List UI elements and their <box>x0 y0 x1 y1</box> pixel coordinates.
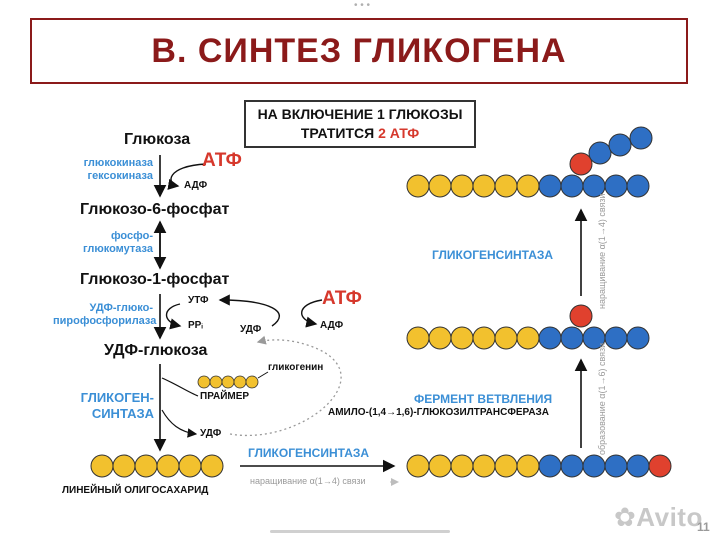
udp-bottom-label: УДФ <box>200 428 222 439</box>
g6p-label: Глюкозо-6-фосфат <box>80 201 230 218</box>
primer-glucose <box>221 375 235 389</box>
oligo-glucose <box>200 454 224 478</box>
curve-primer <box>161 377 199 397</box>
curve-atp1-adp1 <box>167 163 207 190</box>
enzyme2-line1: фосфо- <box>110 230 153 242</box>
adp2-label: АДФ <box>320 320 344 331</box>
enzyme1-line1: глюкокиназа <box>83 157 153 169</box>
primer-glucose <box>245 375 259 389</box>
slide-title: В. СИНТЕЗ ГЛИКОГЕНА <box>30 18 688 84</box>
primer-glucose <box>209 375 223 389</box>
atp1-label: АТФ <box>202 150 242 171</box>
oligo-glucose <box>178 454 202 478</box>
oligo-glucose <box>134 454 158 478</box>
chain-bottom <box>406 454 672 478</box>
atp2-label: АТФ <box>322 288 362 309</box>
more-dots-icon: • • • <box>354 0 371 11</box>
note-prefix: ТРАТИТСЯ <box>300 125 375 141</box>
enzyme1-line2: гексокиназа <box>87 170 153 182</box>
slide-progress-bar <box>270 530 450 533</box>
note-line-1: НА ВКЛЮЧЕНИЕ 1 ГЛЮКОЗЫ <box>257 106 463 122</box>
watermark-text: Avito <box>636 502 703 532</box>
glycogenin-link <box>257 371 269 379</box>
enzyme3-line1: УДФ-глюко- <box>89 302 153 314</box>
adp1-label: АДФ <box>184 180 208 191</box>
curve-udp-bottom <box>161 409 198 438</box>
avito-logo-icon: ✿ <box>614 502 637 532</box>
branching-enzyme-label: ФЕРМЕНТ ВЕТВЛЕНИЯ <box>414 392 553 406</box>
ppi-label: PPᵢ <box>188 320 203 331</box>
synthase-upper-label: ГЛИКОГЕНСИНТАЗА <box>432 248 554 262</box>
primer-glucose <box>233 375 247 389</box>
note-highlight: 2 АТФ <box>378 125 420 141</box>
oligo-glucose <box>156 454 180 478</box>
linear-oligo-chain <box>90 454 224 478</box>
elongation-bottom-label: наращивание α(1→4) связи <box>250 476 366 486</box>
synthase-left-line1: ГЛИКОГЕН- <box>80 390 154 405</box>
curve-utp-ppi <box>165 303 182 330</box>
enzyme3-line2: пирофосфорилаза <box>53 315 157 327</box>
primer-glucose <box>197 375 211 389</box>
oligo-glucose <box>112 454 136 478</box>
enzyme2-line2: глюкомутаза <box>83 243 153 255</box>
synthase-bottom-label: ГЛИКОГЕНСИНТАЗА <box>248 446 370 460</box>
note-line-2: ТРАТИТСЯ 2 АТФ <box>246 124 474 143</box>
chain-top <box>406 126 653 198</box>
linear-oligo-label: ЛИНЕЙНЫЙ ОЛИГОСАХАРИД <box>62 485 209 496</box>
g1p-label: Глюкозо-1-фосфат <box>80 271 230 288</box>
chain-middle <box>406 304 650 350</box>
dotted-recycle-arrow <box>229 335 342 437</box>
glycogenin-label: гликогенин <box>268 362 324 373</box>
branch-vertical-label: образование α(1→6) связи <box>597 342 607 455</box>
primer-label: ПРАЙМЕР <box>200 391 250 402</box>
primer-chain <box>197 375 259 389</box>
udp-glucose-label: УДФ-глюкоза <box>104 342 208 359</box>
curve-udp-to-utp <box>218 294 280 327</box>
oligo-glucose <box>90 454 114 478</box>
slide-title-text: В. СИНТЕЗ ГЛИКОГЕНА <box>151 31 567 70</box>
synthase-left-line2: СИНТАЗА <box>91 406 154 421</box>
curve-atp2-to-adp2 <box>301 299 323 328</box>
amylo-label: АМИЛО-(1,4→1,6)-ГЛЮКОЗИЛТРАНСФЕРАЗА <box>328 407 550 418</box>
elongation-vertical-label: наращивание α(1→4) связи <box>597 193 607 309</box>
page-number: 11 <box>697 520 710 534</box>
atp-note-box: НА ВКЛЮЧЕНИЕ 1 ГЛЮКОЗЫ ТРАТИТСЯ 2 АТФ <box>244 100 476 148</box>
utp-label: УТФ <box>188 295 209 306</box>
glucose-label: Глюкоза <box>124 131 191 148</box>
udp-small-label: УДФ <box>240 324 262 335</box>
avito-watermark: ✿Avito <box>614 502 703 533</box>
